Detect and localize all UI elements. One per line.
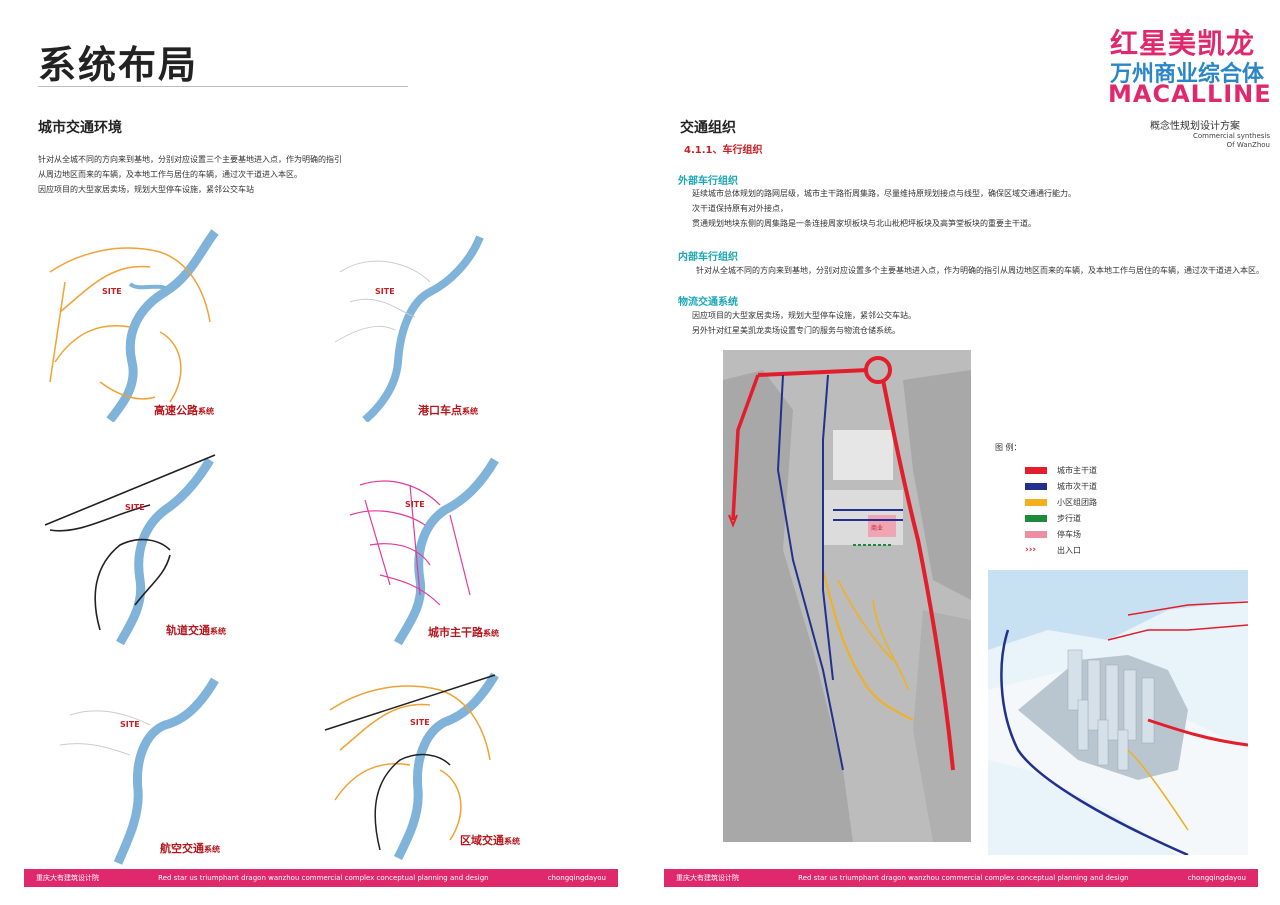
- map-caption: 城市主干路系统: [428, 624, 499, 640]
- site-plan: 商业: [723, 350, 971, 842]
- map-caption-suffix: 系统: [483, 629, 499, 638]
- body-line: 贯通规划地块东侧的周集路是一条连接周家坝板块与北山枇杷坪板块及高笋堂板块的重要主…: [692, 219, 1036, 228]
- page-title: 系统布局: [38, 43, 199, 87]
- footer-brand: chongqingdayou: [547, 874, 606, 882]
- footer-org: 重庆大有建筑设计院: [36, 874, 99, 882]
- legend-label: 停车场: [1057, 529, 1081, 539]
- subsection-heading: 4.1.1、车行组织: [684, 145, 763, 156]
- map-caption: 航空交通系统: [160, 840, 220, 856]
- legend-swatch: [1025, 482, 1047, 490]
- site-marker: SITE: [405, 500, 425, 509]
- legend-label: 出入口: [1057, 545, 1081, 555]
- map-caption-suffix: 系统: [204, 845, 220, 854]
- legend-swatch: [1025, 466, 1047, 474]
- body-line: 因应项目的大型家居卖场，规划大型停车设施，紧邻公交车站。: [692, 311, 916, 320]
- legend-title: 图 例：: [995, 443, 1022, 452]
- site-marker: SITE: [120, 720, 140, 729]
- body-line: 另外针对红星美凯龙卖场设置专门的服务与物流仓储系统。: [692, 326, 900, 335]
- map-caption-main: 城市主干路: [428, 626, 483, 639]
- map-regional: SITE: [320, 660, 520, 861]
- logo-brand-cn: 红星美凯龙: [1110, 27, 1256, 60]
- legend-row: 城市次干道: [995, 478, 1125, 494]
- footer-project: Red star us triumphant dragon wanzhou co…: [158, 874, 489, 882]
- map-caption-suffix: 系统: [210, 627, 226, 636]
- map-caption-suffix: 系统: [504, 837, 520, 846]
- site-marker: SITE: [125, 503, 145, 512]
- block-body: 延续城市总体规划的路网层级，城市主干路衔周集路，尽量维持原规划接点与线型，确保区…: [692, 186, 1252, 231]
- legend-label: 城市主干道: [1057, 465, 1097, 475]
- map-caption-main: 航空交通: [160, 842, 204, 855]
- body-line: 针对从全城不同的方向来到基地，分别对应设置三个主要基地进入点，作为明确的指引: [38, 155, 342, 164]
- map-caption: 轨道交通系统: [166, 622, 226, 638]
- map-caption-main: 区域交通: [460, 834, 504, 847]
- entrance-arrow-icon: ›››: [1025, 544, 1037, 555]
- footer-project: Red star us triumphant dragon wanzhou co…: [798, 874, 1129, 882]
- site-marker: SITE: [375, 287, 395, 296]
- logo-subtitle: 概念性规划设计方案: [1150, 121, 1240, 132]
- body-line: 针对从全城不同的方向来到基地，分别对应设置多个主要基地进入点，作为明确的指引从周…: [696, 266, 1264, 275]
- body-line: 延续城市总体规划的路网层级，城市主干路衔周集路，尽量维持原规划接点与线型，确保区…: [692, 189, 1076, 198]
- title-divider: [38, 86, 408, 87]
- legend-label: 城市次干道: [1057, 481, 1097, 491]
- map-air: SITE: [40, 665, 240, 865]
- map-arterial: SITE: [320, 445, 520, 646]
- map-caption-suffix: 系统: [462, 407, 478, 416]
- block-body: 针对从全城不同的方向来到基地，分别对应设置多个主要基地进入点，作为明确的指引从周…: [696, 263, 1266, 278]
- map-caption-main: 高速公路: [154, 404, 198, 417]
- legend-label: 步行道: [1057, 513, 1081, 523]
- block-heading: 外部车行组织: [678, 176, 738, 187]
- block-heading: 物流交通系统: [678, 297, 738, 308]
- legend-swatch: [1025, 530, 1047, 538]
- logo-project-cn: 万州商业综合体: [1110, 62, 1265, 87]
- legend-row: ››› 出入口: [995, 542, 1125, 558]
- section-heading: 城市交通环境: [38, 120, 122, 136]
- legend-swatch: [1025, 514, 1047, 522]
- map-caption: 区域交通系统: [460, 832, 520, 848]
- footer-org: 重庆大有建筑设计院: [676, 874, 739, 882]
- map-caption-suffix: 系统: [198, 407, 214, 416]
- map-caption: 港口车点系统: [418, 402, 478, 418]
- plan-label: 商业: [871, 524, 883, 532]
- body-line: 因应项目的大型家居卖场，规划大型停车设施，紧邻公交车站: [38, 185, 254, 194]
- site-marker: SITE: [410, 718, 430, 727]
- map-caption-main: 轨道交通: [166, 624, 210, 637]
- body-line: 从周边地区而来的车辆，及本地工作与居住的车辆，通过次干道进入本区。: [38, 170, 302, 179]
- map-legend: 图 例： 城市主干道 城市次干道 小区组团路 步行道 停车场 ››› 出入口: [995, 442, 1125, 558]
- legend-row: 小区组团路: [995, 494, 1125, 510]
- map-rail: SITE: [40, 445, 240, 646]
- logo-brand-en: MACALLINE: [1108, 80, 1272, 108]
- right-page: 红星美凯龙 万州商业综合体 MACALLINE 概念性规划设计方案 Commer…: [640, 0, 1280, 905]
- map-highway: SITE: [40, 222, 240, 423]
- logo-en-line2: Of WanZhou: [1226, 141, 1270, 149]
- map-caption-main: 港口车点: [418, 404, 462, 417]
- legend-swatch: [1025, 498, 1047, 506]
- block-body: 因应项目的大型家居卖场，规划大型停车设施，紧邻公交车站。 另外针对红星美凯龙卖场…: [692, 308, 1252, 338]
- aerial-render: [988, 570, 1248, 855]
- section-heading: 交通组织: [680, 120, 736, 136]
- right-footer: 重庆大有建筑设计院 Red star us triumphant dragon …: [664, 869, 1258, 887]
- logo-en-line1: Commercial synthesis: [1192, 132, 1270, 140]
- body-line: 次干道保持原有对外接点，: [692, 204, 788, 213]
- map-port: SITE: [320, 222, 520, 424]
- legend-row: 步行道: [995, 510, 1125, 526]
- site-marker: SITE: [102, 287, 122, 296]
- legend-label: 小区组团路: [1057, 497, 1097, 507]
- footer-brand: chongqingdayou: [1187, 874, 1246, 882]
- map-caption: 高速公路系统: [154, 402, 214, 418]
- legend-row: 城市主干道: [995, 462, 1125, 478]
- left-page: 系统布局 城市交通环境 针对从全城不同的方向来到基地，分别对应设置三个主要基地进…: [24, 43, 618, 887]
- block-heading: 内部车行组织: [678, 252, 738, 263]
- legend-row: 停车场: [995, 526, 1125, 542]
- section-body: 针对从全城不同的方向来到基地，分别对应设置三个主要基地进入点，作为明确的指引 从…: [38, 152, 398, 197]
- left-footer: 重庆大有建筑设计院 Red star us triumphant dragon …: [24, 869, 618, 887]
